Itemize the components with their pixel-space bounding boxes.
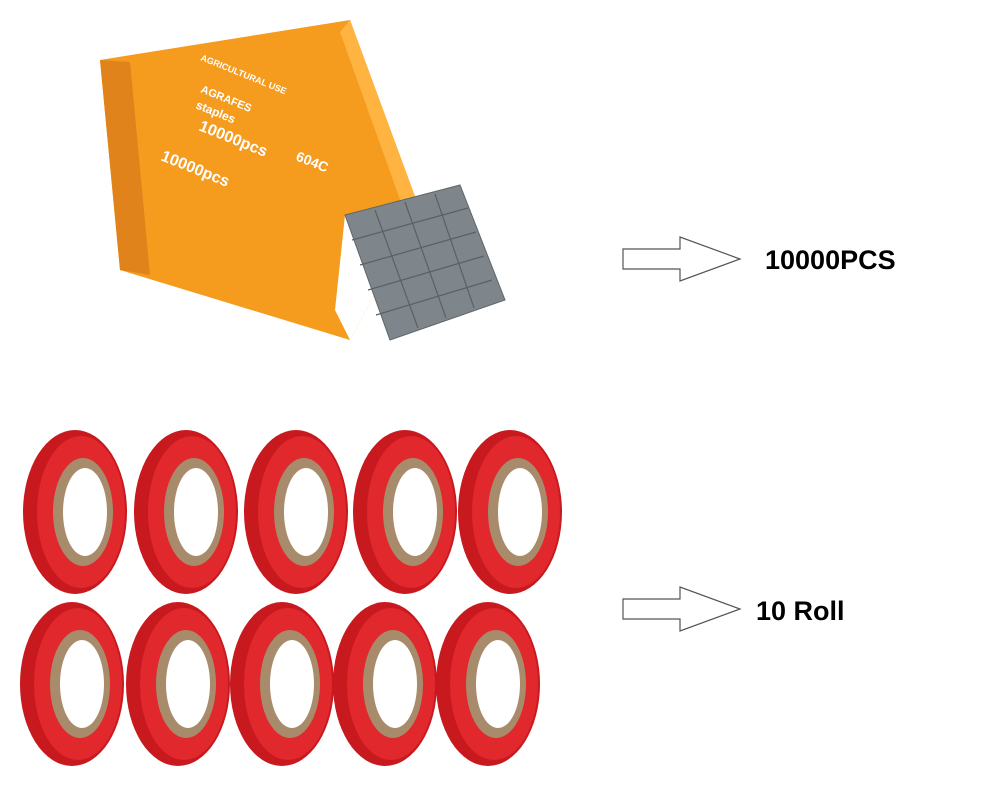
- tape-roll: [23, 430, 127, 594]
- tape-roll: [244, 430, 348, 594]
- tape-roll: [126, 602, 230, 766]
- tape-roll: [134, 430, 238, 594]
- tape-roll: [20, 602, 124, 766]
- tape-roll: [353, 430, 457, 594]
- tape-roll: [436, 602, 540, 766]
- tape-roll: [333, 602, 437, 766]
- tape-roll: [230, 602, 334, 766]
- staples-box-image: AGRICULTURAL USE AGRAFES staples 10000pc…: [100, 20, 506, 341]
- tape-roll: [458, 430, 562, 594]
- tape-quantity-label: 10 Roll: [756, 596, 845, 626]
- arrow-right-icon: [622, 236, 742, 282]
- arrow-right-icon: [622, 586, 742, 632]
- staples-quantity-label: 10000PCS: [765, 245, 896, 275]
